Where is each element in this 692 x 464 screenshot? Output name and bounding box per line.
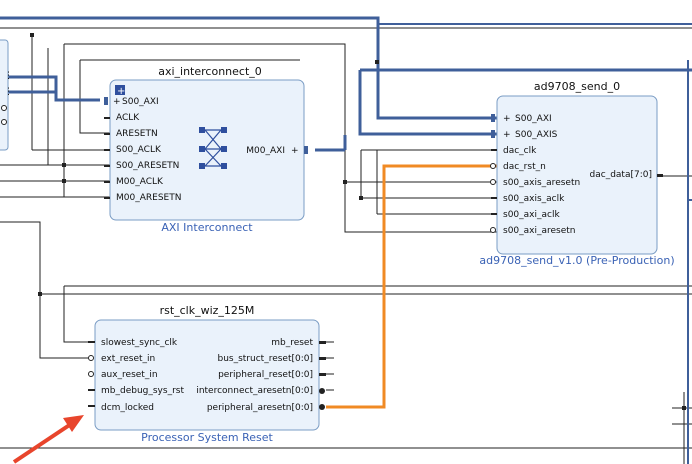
pin-s00-aresetn: S00_ARESETN — [116, 161, 179, 171]
pin-slowest-sync-clk: slowest_sync_clk — [101, 338, 178, 348]
pin-aclk: ACLK — [116, 113, 140, 123]
pin-ext-reset-in: ext_reset_in — [101, 354, 155, 364]
pin-dac-data: dac_data[7:0] — [590, 170, 652, 180]
left-partial-block[interactable]: ⋮ ⋮ — [0, 39, 13, 151]
pin-m00-aclk: M00_ACLK — [116, 177, 164, 187]
port-connector-icons — [490, 114, 663, 233]
block-instance-name: axi_interconnect_0 — [158, 65, 262, 78]
bus-plus-icon: + — [113, 97, 121, 107]
pin-dac-clk: dac_clk — [503, 146, 537, 156]
expand-plus-icon[interactable]: + — [115, 85, 125, 97]
wire-junctions — [30, 33, 686, 410]
block-axi-interconnect[interactable]: axi_interconnect_0 + S00_AXI + ACLK ARES… — [104, 65, 308, 234]
block-instance-name: rst_clk_wiz_125M — [160, 304, 255, 317]
svg-text:+: + — [117, 86, 125, 97]
pin-peripheral-reset: peripheral_reset[0:0] — [218, 370, 313, 380]
axi-bus-wires — [0, 16, 692, 464]
port-connector-icons — [104, 97, 308, 199]
pin-m00-aresetn: M00_ARESETN — [116, 193, 181, 203]
pin-aresetn: ARESETN — [116, 129, 158, 139]
block-ip-name: Processor System Reset — [141, 431, 273, 444]
pin-s00-axis-aresetn: s00_axis_aresetn — [503, 178, 580, 188]
bus-plus-icon: + — [291, 146, 299, 156]
pin-s00-axi: S00_AXI — [122, 97, 159, 107]
port-connector-icons — [88, 341, 326, 410]
pin-s00-aclk: S00_ACLK — [116, 145, 162, 155]
crossbar-icon — [199, 127, 227, 169]
pin-bus-struct-reset: bus_struct_reset[0:0] — [217, 354, 313, 364]
red-arrow-icon — [12, 415, 84, 464]
pin-aux-reset-in: aux_reset_in — [101, 370, 158, 380]
pin-m00-axi: M00_AXI — [246, 146, 285, 156]
pin-s00-axis-aclk: s00_axis_aclk — [503, 194, 565, 204]
left-port-dots: ⋮ — [4, 71, 13, 81]
highlighted-reset-wire[interactable] — [326, 164, 497, 409]
pin-interconnect-aresetn: interconnect_aresetn[0:0] — [196, 386, 313, 396]
pin-peripheral-aresetn: peripheral_aresetn[0:0] — [207, 403, 313, 413]
pin-s00-axi-aclk: s00_axi_aclk — [503, 210, 560, 220]
pin-mb-reset: mb_reset — [271, 338, 313, 348]
block-ip-name: AXI Interconnect — [161, 221, 253, 234]
block-ip-name: ad9708_send_v1.0 (Pre-Production) — [479, 254, 674, 267]
bus-plus-icon: + — [503, 130, 511, 140]
pin-s00-axis: S00_AXIS — [515, 130, 558, 140]
block-ad9708-send[interactable]: ad9708_send_0 + S00_AXI + S00_AXIS dac_c… — [479, 80, 674, 267]
block-instance-name: ad9708_send_0 — [534, 80, 620, 93]
pin-s00-axi-aresetn: s00_axi_aresetn — [503, 226, 576, 236]
block-rst-clk-wiz[interactable]: rst_clk_wiz_125M slowest_sync_clk ext_re… — [88, 304, 326, 444]
pin-mb-debug-sys-rst: mb_debug_sys_rst — [101, 386, 184, 396]
net-wires — [0, 27, 692, 464]
pin-dac-rst-n: dac_rst_n — [503, 162, 546, 172]
pin-s00-axi: S00_AXI — [515, 114, 552, 124]
bus-plus-icon: + — [503, 114, 511, 124]
left-port-dots: ⋮ — [4, 87, 13, 97]
pin-dcm-locked: dcm_locked — [101, 403, 154, 413]
